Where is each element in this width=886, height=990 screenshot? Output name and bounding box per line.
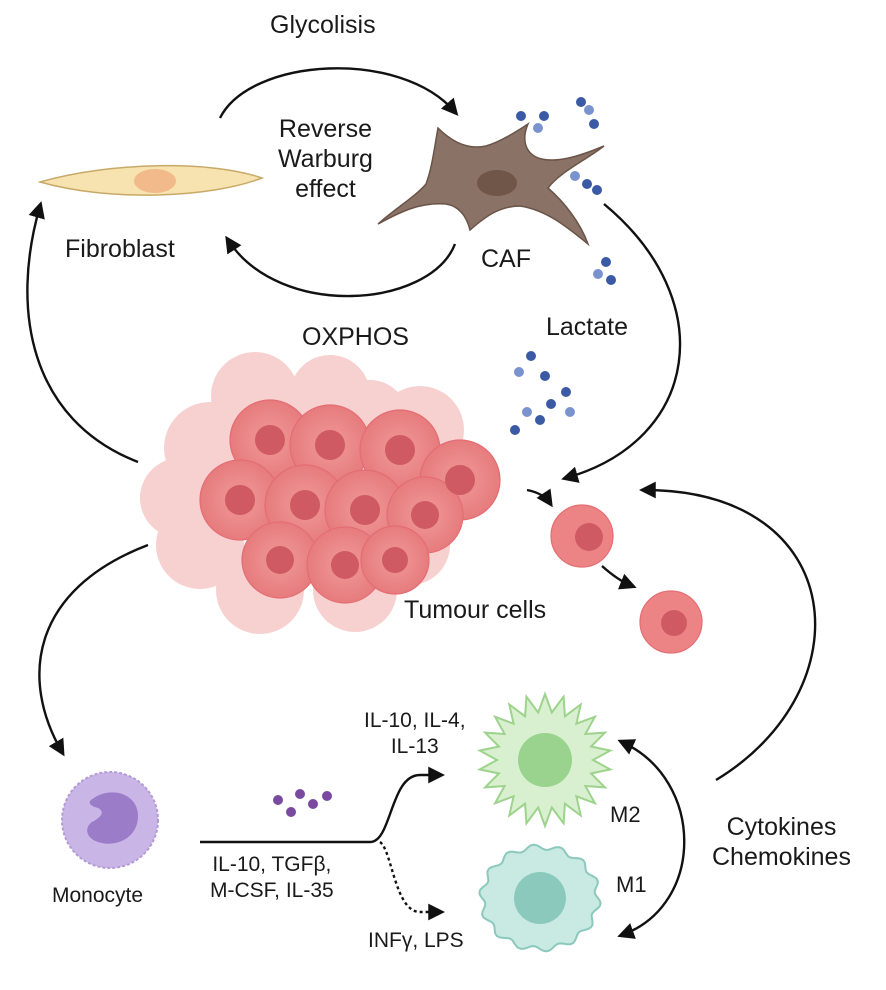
caf-label: CAF: [481, 245, 531, 273]
tumour-to-monocyte-arrow: [38, 543, 149, 757]
cytokine-molecules: [273, 789, 332, 817]
migrating-tumour-cell: [550, 504, 614, 568]
oxphos-arrow: [225, 235, 457, 298]
m1-macrophage: [478, 843, 602, 953]
circulating-tumour-cell: [639, 590, 703, 654]
reverse-warburg-label: Reverse Warburg effect: [278, 115, 373, 203]
caf-cell: [377, 121, 605, 247]
monocyte-to-m2-arrow: [200, 766, 446, 844]
glycolysis-label: Glycolisis: [270, 11, 376, 39]
m1-stimuli-label: INFγ, LPS: [368, 929, 464, 952]
m1-m2-polarization-arrow: [617, 739, 686, 939]
fibroblast-cell: [37, 164, 265, 196]
lactate-label: Lactate: [546, 313, 629, 341]
monocyte-cytokines-label: IL-10, TGFβ, M-CSF, IL-35: [210, 853, 334, 902]
cytokines-chemokines-label: Cytokines Chemokines: [712, 813, 851, 871]
m1-label: M1: [616, 872, 647, 897]
tumour-cells-cluster: [140, 352, 501, 634]
oxphos-label: OXPHOS: [302, 323, 409, 351]
monocyte-cell: [61, 771, 159, 869]
lactate-to-tumour-arrow: [561, 203, 682, 483]
tumour-migration-arrow: [526, 488, 553, 508]
monocyte-to-m1-arrow: [379, 841, 446, 921]
tumour-to-fibroblast-arrow: [26, 201, 139, 464]
fibroblast-label: Fibroblast: [65, 235, 175, 263]
m2-label: M2: [610, 802, 641, 827]
m2-cytokines-label: IL-10, IL-4, IL-13: [364, 709, 466, 758]
cytokines-to-tumour-arrow: [638, 481, 817, 782]
intravasation-arrow: [601, 565, 637, 590]
m2-macrophage: [476, 691, 614, 829]
tumour-cells-label: Tumour cells: [404, 596, 547, 624]
glycolysis-arrow: [218, 67, 459, 119]
monocyte-label: Monocyte: [52, 884, 144, 907]
lactate-molecules: [510, 97, 616, 435]
